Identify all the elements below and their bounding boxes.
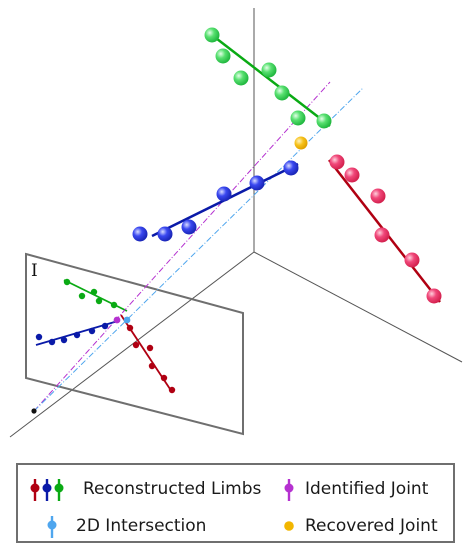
red-sphere-joint <box>329 154 345 170</box>
green-sphere-joint <box>274 85 290 101</box>
blue-sphere-joint <box>132 226 148 242</box>
image-plane-label: I <box>31 261 38 281</box>
red-sphere-joint <box>374 227 390 243</box>
green-sphere-joint <box>316 113 332 129</box>
legend-label: Reconstructed Limbs <box>83 479 262 499</box>
coordinate-axes <box>9 8 463 438</box>
blue-sphere-joint <box>216 186 232 202</box>
blue-sphere-joint <box>157 226 173 242</box>
legend: Reconstructed Limbs Identified Joint 2D … <box>16 463 455 543</box>
green-limb-line <box>207 31 331 127</box>
red-sphere-joint <box>344 167 360 183</box>
image-plane: I <box>25 252 244 436</box>
projected-blue-joint <box>73 331 81 339</box>
reconstructed-red-limb <box>328 154 442 304</box>
projected-green-joint <box>78 292 86 300</box>
scene-3d: I <box>9 8 463 438</box>
recovered-joint-icon <box>284 521 294 531</box>
projected-blue-limb <box>35 320 119 346</box>
blue-sphere-joint <box>249 175 265 191</box>
projected-red-joint <box>160 374 168 382</box>
projected-blue-joint <box>88 327 96 335</box>
legend-item-recovered-joint: Recovered Joint <box>282 513 438 539</box>
projected-blue-joint <box>48 338 56 346</box>
camera-center <box>31 408 37 414</box>
legend-label: 2D Intersection <box>76 516 207 536</box>
projected-red-joint <box>126 324 134 332</box>
reconstructed-blue-limb <box>132 160 299 242</box>
legend-label: Recovered Joint <box>305 516 438 536</box>
cyan-ray <box>33 87 364 412</box>
identified-joint-marker <box>113 316 121 324</box>
projected-red-joint <box>168 386 176 394</box>
blue-sphere-joint <box>181 219 197 235</box>
image-plane-border <box>25 252 244 436</box>
legend-item-reconstructed-limbs: Reconstructed Limbs <box>28 476 261 502</box>
projected-red-limb <box>120 314 176 394</box>
2d-intersection-icon <box>47 516 57 538</box>
red-sphere-joint <box>426 288 442 304</box>
identified-joint-icon <box>284 479 294 501</box>
red-sphere-joint <box>370 188 386 204</box>
recovered-joint-sphere <box>294 136 308 150</box>
projected-green-line <box>63 279 128 312</box>
axis-right <box>253 251 463 363</box>
2d-intersection-marker <box>123 316 131 324</box>
axis-left <box>9 251 255 438</box>
blue-sphere-joint <box>283 160 299 176</box>
limb-markers-icon <box>30 479 64 501</box>
projected-green-joint <box>110 301 118 309</box>
reconstructed-green-limb <box>204 27 332 129</box>
projected-blue-joint <box>60 336 68 344</box>
projected-blue-joint <box>35 333 43 341</box>
projected-red-joint <box>146 344 154 352</box>
projected-green-joint <box>63 278 71 286</box>
legend-item-2d-intersection: 2D Intersection <box>45 513 206 539</box>
green-sphere-joint <box>215 48 231 64</box>
projected-blue-joint <box>101 322 109 330</box>
projected-red-joint <box>148 362 156 370</box>
legend-item-identified-joint: Identified Joint <box>282 476 428 502</box>
green-sphere-joint <box>233 70 249 86</box>
green-sphere-joint <box>204 27 220 43</box>
projected-green-joint <box>90 288 98 296</box>
green-sphere-joint <box>290 110 306 126</box>
back-projection-rays <box>31 81 364 414</box>
projected-green-limb <box>63 278 128 312</box>
projected-green-joint <box>95 297 103 305</box>
red-sphere-joint <box>404 252 420 268</box>
green-sphere-joint <box>261 62 277 78</box>
projected-red-joint <box>132 341 140 349</box>
legend-label: Identified Joint <box>305 479 429 499</box>
magenta-ray <box>33 81 331 412</box>
